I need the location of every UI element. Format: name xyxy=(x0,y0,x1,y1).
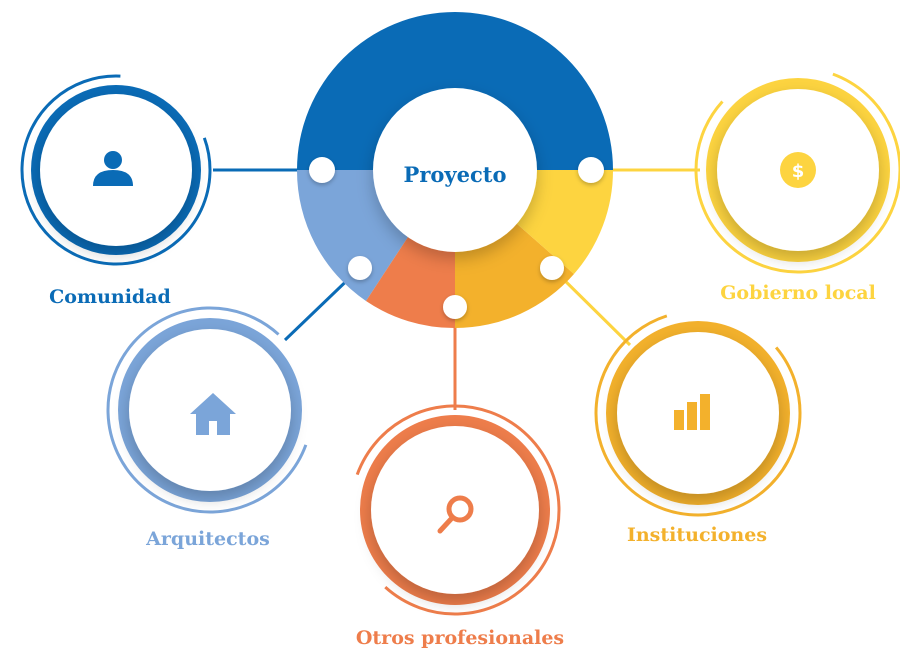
ring-segment-amber xyxy=(455,223,574,328)
ring-segment-orange xyxy=(366,237,455,329)
ring-dot-arquitectos xyxy=(348,256,372,280)
node-otros[interactable]: Otros profesionales xyxy=(322,377,589,649)
node-label-gobierno: Gobierno local xyxy=(720,282,876,304)
node-disk xyxy=(371,426,539,594)
node-disk xyxy=(40,94,192,246)
node-label-otros: Otros profesionales xyxy=(356,627,564,649)
person-icon xyxy=(93,151,133,186)
bar-chart-icon xyxy=(674,394,710,430)
ring-dot-otros xyxy=(443,295,467,319)
node-gobierno[interactable]: $ Gobierno local xyxy=(667,39,900,304)
center-disk xyxy=(373,88,537,252)
node-arquitectos[interactable]: Arquitectos xyxy=(79,279,340,550)
node-comunidad[interactable]: Comunidad xyxy=(0,50,236,308)
center-ring xyxy=(296,12,613,329)
ring-segment-blue xyxy=(297,12,613,170)
node-outer-arc xyxy=(349,404,561,616)
ring-dot-comunidad xyxy=(309,157,335,183)
house-icon xyxy=(190,393,236,435)
node-label-comunidad: Comunidad xyxy=(49,286,171,308)
node-instituciones[interactable]: Instituciones xyxy=(554,269,841,556)
dollar-glyph: $ xyxy=(792,161,805,182)
node-outer-arc xyxy=(694,66,900,274)
center-label: Proyecto xyxy=(404,162,507,187)
dollar-coin-icon: $ xyxy=(780,152,816,188)
node-disk xyxy=(617,332,779,494)
node-outer-arc xyxy=(106,306,314,514)
ring-segment-yellow xyxy=(516,170,613,274)
ring-dot-gobierno xyxy=(578,157,604,183)
magnifier-icon xyxy=(437,495,474,534)
ring-dots xyxy=(309,157,604,319)
node-label-instituciones: Instituciones xyxy=(627,524,767,546)
ring-dot-instituciones xyxy=(540,256,564,280)
node-outer-arc xyxy=(594,309,802,517)
node-label-arquitectos: Arquitectos xyxy=(145,528,270,550)
node-outer-arc xyxy=(20,74,212,266)
